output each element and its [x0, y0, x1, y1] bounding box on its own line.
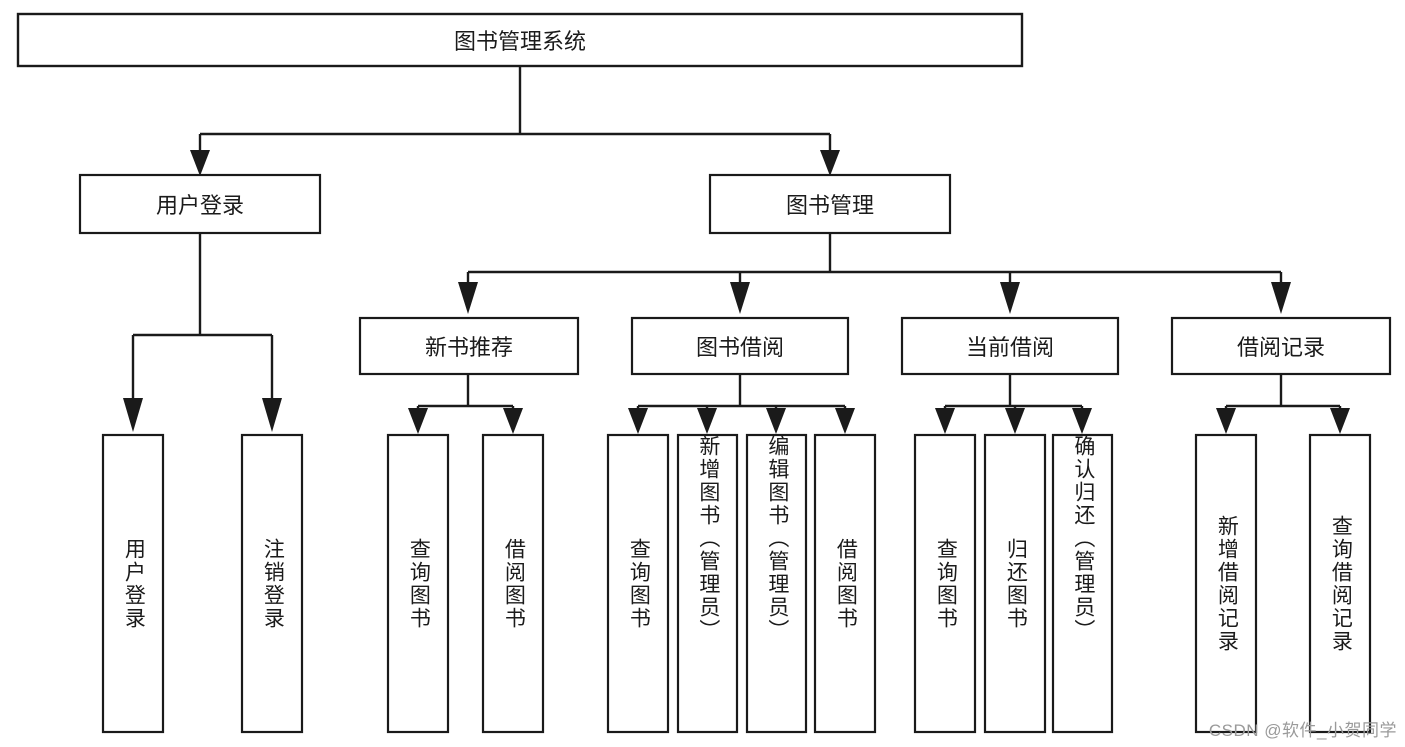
leaf-bb-borrow-book[interactable]	[813, 433, 877, 734]
arrow-head-cb-leaf-return	[1005, 408, 1025, 434]
leaf-nb-query-book[interactable]	[386, 433, 450, 734]
arrow-head-bb-leaf-edit	[766, 408, 786, 434]
arrow-head-nb-leaf-query	[408, 408, 428, 434]
arrow-head-cb-leaf-confirm	[1072, 408, 1092, 434]
arrow-head-br-leaf-query	[1330, 408, 1350, 434]
leaf-cb-return-book[interactable]	[983, 433, 1047, 734]
node-borrow-record[interactable]	[1170, 316, 1392, 376]
arrow-head-bb-leaf-add	[697, 408, 717, 434]
node-book-management[interactable]	[708, 173, 952, 235]
node-book-borrow[interactable]	[630, 316, 850, 376]
arrow-head-bb-leaf-query	[628, 408, 648, 434]
leaf-user-login[interactable]	[101, 433, 165, 734]
watermark-text: CSDN @软件_小贺同学	[1208, 721, 1397, 740]
arrow-head-new-book-recommend	[458, 282, 478, 314]
arrow-head-book-manage	[820, 150, 840, 176]
arrow-head-book-borrow	[730, 282, 750, 314]
node-new-book-recommend[interactable]	[358, 316, 580, 376]
arrow-head-br-leaf-add	[1216, 408, 1236, 434]
leaf-cb-query-book[interactable]	[913, 433, 977, 734]
node-layer	[16, 12, 1392, 734]
leaf-bb-add-book[interactable]	[676, 433, 739, 734]
connector-layer	[123, 66, 1350, 434]
leaf-br-query-record[interactable]	[1308, 433, 1372, 734]
arrow-head-leaf-user-login	[123, 398, 143, 432]
arrow-head-bb-leaf-borrow	[835, 408, 855, 434]
arrow-head-nb-leaf-borrow	[503, 408, 523, 434]
arrow-head-cb-leaf-query	[935, 408, 955, 434]
leaf-br-add-record[interactable]	[1194, 433, 1258, 734]
leaf-bb-query-book[interactable]	[606, 433, 670, 734]
leaf-logout[interactable]	[240, 433, 304, 734]
node-user-login[interactable]	[78, 173, 322, 235]
arrow-head-borrow-record	[1271, 282, 1291, 314]
leaf-nb-borrow-book[interactable]	[481, 433, 545, 734]
leaf-bb-edit-book[interactable]	[745, 433, 808, 734]
leaf-cb-confirm-return[interactable]	[1051, 433, 1114, 734]
node-current-borrow[interactable]	[900, 316, 1120, 376]
arrow-head-current-borrow	[1000, 282, 1020, 314]
node-root[interactable]	[16, 12, 1024, 68]
arrow-head-leaf-logout	[262, 398, 282, 432]
arrow-head-user-login	[190, 150, 210, 176]
